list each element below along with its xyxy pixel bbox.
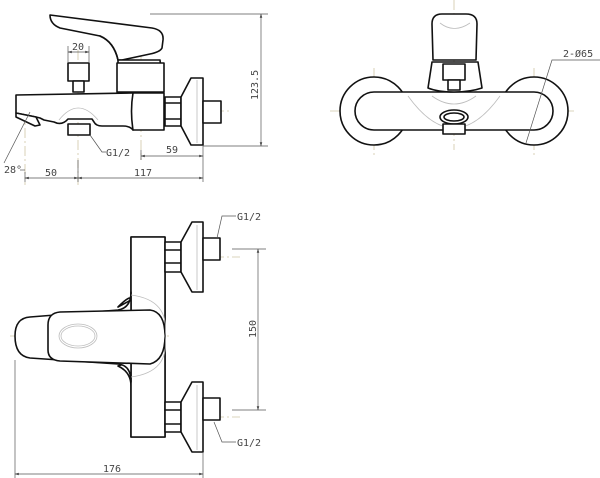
dim-outlet-thread: G1/2 [106, 148, 130, 159]
dim-spout-angle: 28° [4, 165, 22, 176]
handle-front [431, 13, 478, 61]
spout-tip [15, 112, 41, 127]
dim-flange-diameter: 2-Ø65 [563, 48, 593, 60]
dim-spout-offset: 50 [45, 168, 57, 179]
dim-height: 123.5 [250, 70, 261, 100]
dim-inlet-thread-top: G1/2 [237, 212, 261, 223]
front-view: 2-Ø65 [330, 0, 600, 155]
dim-overall-length: 176 [103, 464, 121, 475]
inlet-pipe [202, 100, 222, 124]
outlet-thread [67, 123, 91, 136]
top-view: G1/2 G1/2 150 176 [10, 212, 266, 478]
mixer-body [15, 92, 165, 131]
diverter-knob [67, 62, 90, 82]
dim-inlet-projection: 59 [166, 145, 178, 156]
dim-nut-width: 20 [72, 42, 84, 53]
wall-flange [180, 77, 204, 146]
dim-depth: 117 [134, 168, 152, 179]
lever-handle [49, 14, 164, 61]
hex-nut [164, 96, 182, 127]
dim-inlet-thread-bottom: G1/2 [237, 438, 261, 449]
dim-inlet-spacing: 150 [248, 320, 259, 338]
side-view: 20 123.5 G1/2 59 28° 50 117 [3, 13, 268, 185]
